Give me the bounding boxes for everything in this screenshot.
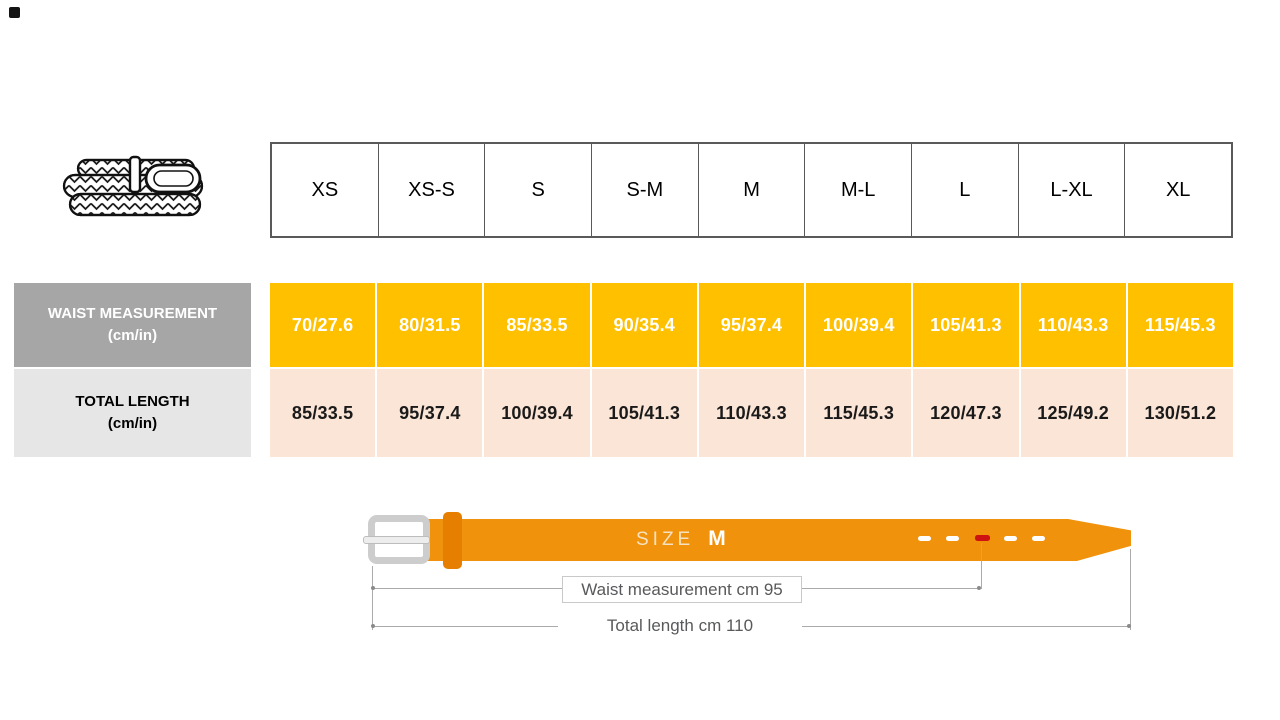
length-value-cell: 85/33.5: [270, 369, 376, 457]
guide-line-buckle: [372, 566, 373, 630]
length-value-cell: 115/45.3: [806, 369, 912, 457]
length-value-cell: 105/41.3: [591, 369, 697, 457]
length-value-cell: 130/51.2: [1127, 369, 1233, 457]
belt-hole: [1004, 536, 1017, 541]
belt-diagram-tip: [1068, 519, 1131, 561]
size-header-cell: S-M: [592, 144, 699, 236]
waist-value-cell: 105/41.3: [913, 283, 1019, 367]
measure-dot: [371, 586, 375, 590]
waist-value-cell: 110/43.3: [1020, 283, 1126, 367]
belt-diagram-prong: [363, 536, 430, 544]
size-header-cell: L: [912, 144, 1019, 236]
waist-value-cell: 100/39.4: [806, 283, 912, 367]
row-label-line: TOTAL LENGTH: [75, 392, 190, 410]
waist-measurement-row: 70/27.6 80/31.5 85/33.5 90/35.4 95/37.4 …: [270, 283, 1233, 367]
row-label-unit: (cm/in): [107, 327, 158, 344]
belt-hole: [1032, 536, 1045, 541]
total-length-note: Total length cm 110: [558, 613, 802, 639]
length-value-cell: 110/43.3: [698, 369, 805, 457]
size-header-cell: XS-S: [379, 144, 486, 236]
row-label-line: WAIST MEASUREMENT: [47, 304, 218, 322]
measure-dot: [1127, 624, 1131, 628]
corner-mark: [9, 7, 20, 18]
measure-dot: [977, 586, 981, 590]
belt-diagram-strap: [427, 519, 1069, 561]
waist-value-cell: 70/27.6: [270, 283, 376, 367]
waist-measurement-note: Waist measurement cm 95: [562, 576, 802, 603]
size-header-cell: XL: [1165, 178, 1191, 201]
belt-hole-selected: [975, 535, 990, 541]
waist-value-cell: 90/35.4: [591, 283, 697, 367]
belt-hole: [918, 536, 931, 541]
size-header-cell: M-L: [805, 144, 913, 236]
waist-value-cell: 115/45.3: [1127, 283, 1233, 367]
measure-dot: [371, 624, 375, 628]
length-value-cell: 120/47.3: [913, 369, 1019, 457]
belt-size-label: SIZE M: [636, 527, 726, 551]
row-label-unit: (cm/in): [107, 415, 158, 432]
total-length-row: 85/33.5 95/37.4 100/39.4 105/41.3 110/43…: [270, 369, 1233, 457]
waist-measurement-row-label: WAIST MEASUREMENT (cm/in): [14, 283, 251, 367]
size-header-row: XS XS-S S S-M M M-L L L-XL XL: [270, 142, 1233, 238]
total-length-row-label: TOTAL LENGTH (cm/in): [14, 369, 251, 457]
waist-value-cell: 80/31.5: [377, 283, 483, 367]
size-header-cell: M: [699, 144, 806, 236]
guide-line-hole: [981, 543, 982, 589]
guide-line-tip: [1130, 549, 1131, 630]
size-header-cell: S: [485, 144, 593, 236]
size-header-cell: XS: [272, 144, 379, 236]
size-value: M: [708, 527, 726, 550]
belt-diagram-keeper: [443, 512, 462, 569]
length-value-cell: 125/49.2: [1020, 369, 1126, 457]
waist-value-cell: 85/33.5: [484, 283, 590, 367]
length-value-cell: 100/39.4: [484, 369, 590, 457]
size-word: SIZE: [636, 529, 695, 550]
size-header-cell: L-XL: [1019, 144, 1126, 236]
length-value-cell: 95/37.4: [377, 369, 483, 457]
belt-hole: [946, 536, 959, 541]
braided-belt-icon: [62, 155, 204, 217]
waist-value-cell: 95/37.4: [698, 283, 805, 367]
